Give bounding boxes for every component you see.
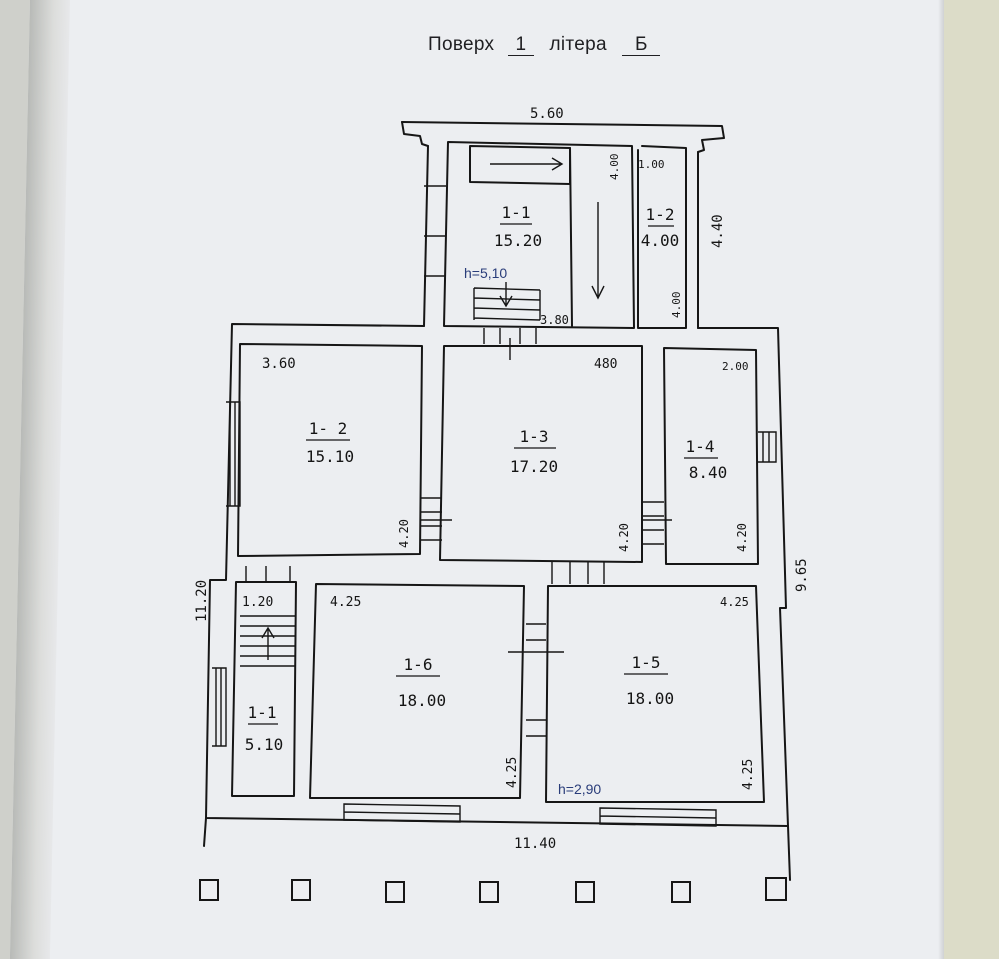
annex-stair-box — [469, 145, 571, 185]
door-top — [483, 328, 537, 344]
pillar-marker — [765, 877, 787, 901]
room-area-1-4: 8.40 — [689, 463, 728, 482]
door-3 — [526, 623, 546, 737]
dim-r16-b: 4.25 — [505, 757, 520, 788]
room-area-1-1-stair: 5.10 — [245, 735, 284, 754]
annex-cornice — [401, 121, 725, 153]
room-label-1-1: 1-1 — [502, 203, 531, 222]
room-1-3-walls — [439, 345, 643, 563]
background-surface — [944, 0, 999, 959]
dim-r13-a: 480 — [594, 357, 617, 372]
room-area-1-3: 17.20 — [510, 457, 558, 476]
pillar-marker — [199, 879, 219, 901]
annex-room-1-1 — [443, 141, 635, 329]
room-area-1-2: 15.10 — [306, 447, 354, 466]
floor-value: 1 — [507, 35, 534, 56]
arrow-up — [261, 626, 275, 660]
dim-r15-b: 4.25 — [741, 759, 756, 790]
arrow-down — [591, 202, 605, 300]
height-upper: h=5,10 — [464, 265, 507, 281]
annex-side-window — [424, 185, 446, 277]
dim-ra-b: 4.20 — [397, 519, 411, 548]
window-left-upper — [226, 401, 241, 507]
room-area-1-1: 15.20 — [494, 231, 542, 250]
room-label-1-2-annex: 1-2 — [646, 205, 675, 224]
room-label-1-5: 1-5 — [632, 653, 661, 672]
dim-r15-a: 4.25 — [720, 595, 749, 609]
room-area-1-6: 18.00 — [398, 691, 446, 710]
window-right — [758, 431, 777, 463]
stair-room-walls — [231, 581, 297, 797]
annex-room-1-2 — [637, 145, 687, 329]
window-left-lower — [212, 667, 227, 747]
dim-r14-b: 4.20 — [735, 523, 749, 552]
door-2 — [642, 501, 664, 545]
plan-heading: Поверх 1 літера Б — [428, 34, 661, 56]
letter-value: Б — [622, 35, 661, 56]
pillar-marker — [385, 881, 405, 903]
dim-r16-a: 4.25 — [330, 595, 361, 610]
dim-left: 11.20 — [194, 580, 210, 622]
room-label-1-2: 1- 2 — [309, 419, 348, 438]
window-bottom-left — [343, 803, 461, 823]
pillar-markers — [199, 877, 787, 903]
outer-wall — [205, 323, 789, 827]
room-area-1-2-annex: 4.00 — [641, 231, 680, 250]
dim-r11-b: 3.80 — [540, 313, 569, 327]
dim-r12-b: 4.00 — [670, 292, 683, 319]
room-1-4-walls — [663, 347, 759, 565]
dim-top: 5.60 — [530, 106, 564, 122]
window-bottom-right — [599, 807, 717, 827]
dim-annex-right: 4.40 — [710, 214, 726, 248]
pillar-marker — [671, 881, 691, 903]
letter-label: літера — [549, 34, 607, 55]
pillar-marker — [479, 881, 499, 903]
arrow-down-small — [499, 282, 513, 308]
room-label-1-4: 1-4 — [686, 437, 715, 456]
paper-shadow — [938, 0, 944, 959]
dim-bottom: 11.40 — [514, 836, 556, 852]
dim-r13-b: 4.20 — [617, 523, 631, 552]
room-label-1-1-stair: 1-1 — [248, 703, 277, 722]
room-1-6-walls — [309, 583, 525, 799]
room-1-2-walls — [237, 343, 423, 557]
dim-right: 9.65 — [794, 558, 810, 592]
room-label-1-6: 1-6 — [404, 655, 433, 674]
dim-r14-a: 2.00 — [722, 360, 749, 373]
dim-r12-a: 1.00 — [638, 158, 665, 171]
door-mid — [551, 562, 605, 584]
upper-stairs — [473, 287, 541, 321]
pillar-marker — [575, 881, 595, 903]
arrow-right — [490, 157, 564, 171]
floor-label: Поверх — [428, 34, 495, 55]
door-1 — [420, 497, 442, 541]
dim-rs-a: 1.20 — [242, 595, 273, 610]
room-label-1-3: 1-3 — [520, 427, 549, 446]
pillar-marker — [291, 879, 311, 901]
dim-ra-a: 3.60 — [262, 356, 296, 372]
height-lower: h=2,90 — [558, 781, 601, 797]
dim-r11-a: 4.00 — [608, 154, 621, 181]
room-area-1-5: 18.00 — [626, 689, 674, 708]
room-1-5-walls — [545, 585, 765, 803]
